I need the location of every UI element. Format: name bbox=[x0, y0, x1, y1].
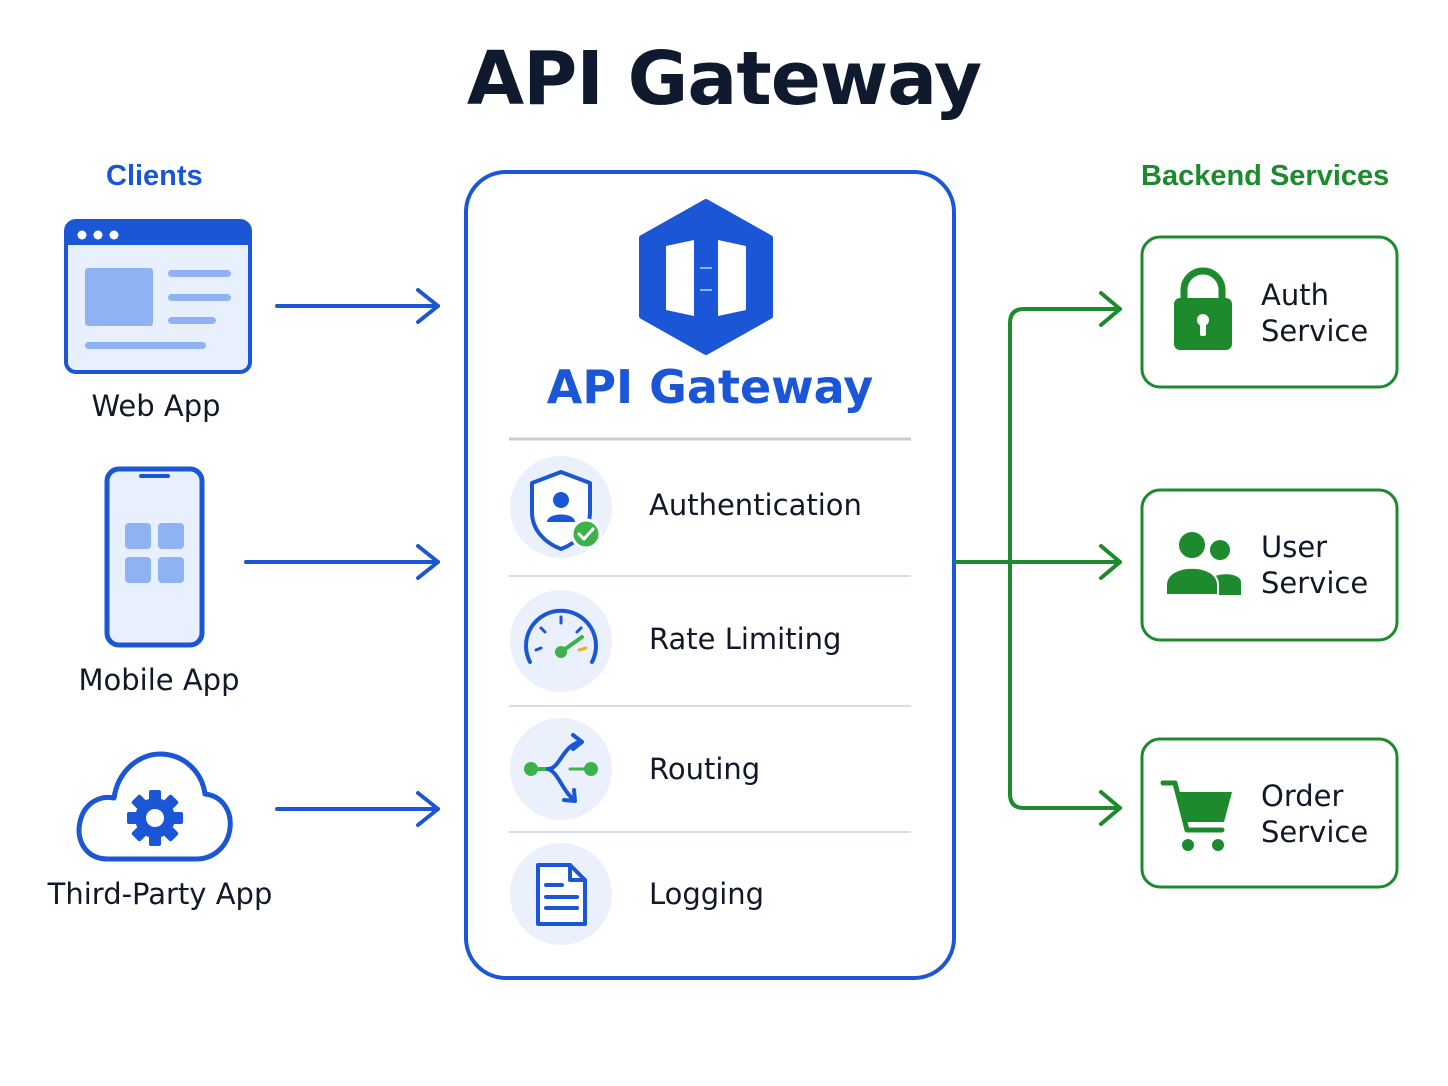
backend-services-heading: Backend Services bbox=[1141, 160, 1390, 192]
client-to-gateway-arrows bbox=[244, 288, 440, 827]
gateway-to-services-connectors bbox=[954, 291, 1122, 826]
page-title: API Gateway bbox=[466, 36, 982, 122]
feature-label-rate-limiting: Rate Limiting bbox=[649, 622, 842, 656]
client-label-web-app: Web App bbox=[91, 389, 221, 423]
browser-window-icon bbox=[64, 219, 252, 374]
feature-label-routing: Routing bbox=[649, 752, 761, 786]
service-label-order: Order Service bbox=[1261, 778, 1368, 850]
padlock-icon bbox=[1174, 267, 1232, 350]
document-icon bbox=[536, 863, 587, 926]
service-label-order-line2: Service bbox=[1261, 815, 1369, 849]
gateway-title: API Gateway bbox=[546, 360, 874, 414]
service-label-auth: Auth Service bbox=[1261, 277, 1368, 349]
shopping-cart-icon bbox=[1160, 780, 1232, 851]
service-label-user-line2: Service bbox=[1261, 566, 1369, 600]
clients-heading: Clients bbox=[106, 160, 203, 192]
feature-label-authentication: Authentication bbox=[649, 488, 862, 522]
feature-label-logging: Logging bbox=[649, 877, 765, 911]
service-label-auth-line1: Auth bbox=[1261, 278, 1329, 312]
users-icon bbox=[1165, 530, 1241, 596]
gateway-dividers bbox=[509, 437, 911, 833]
shield-user-check-icon bbox=[530, 470, 602, 551]
client-label-mobile-app: Mobile App bbox=[78, 663, 240, 697]
service-label-user-line1: User bbox=[1261, 530, 1328, 564]
service-label-order-line1: Order bbox=[1261, 779, 1344, 813]
service-label-user: User Service bbox=[1261, 529, 1368, 601]
gateway-hexagon-icon bbox=[639, 199, 773, 355]
client-label-third-party-app: Third-Party App bbox=[47, 877, 273, 911]
routing-arrows-icon bbox=[535, 733, 591, 803]
speedometer-icon bbox=[524, 608, 598, 664]
cloud-gear-icon bbox=[76, 751, 233, 862]
service-label-auth-line2: Service bbox=[1261, 314, 1369, 348]
smartphone-icon bbox=[104, 466, 205, 648]
